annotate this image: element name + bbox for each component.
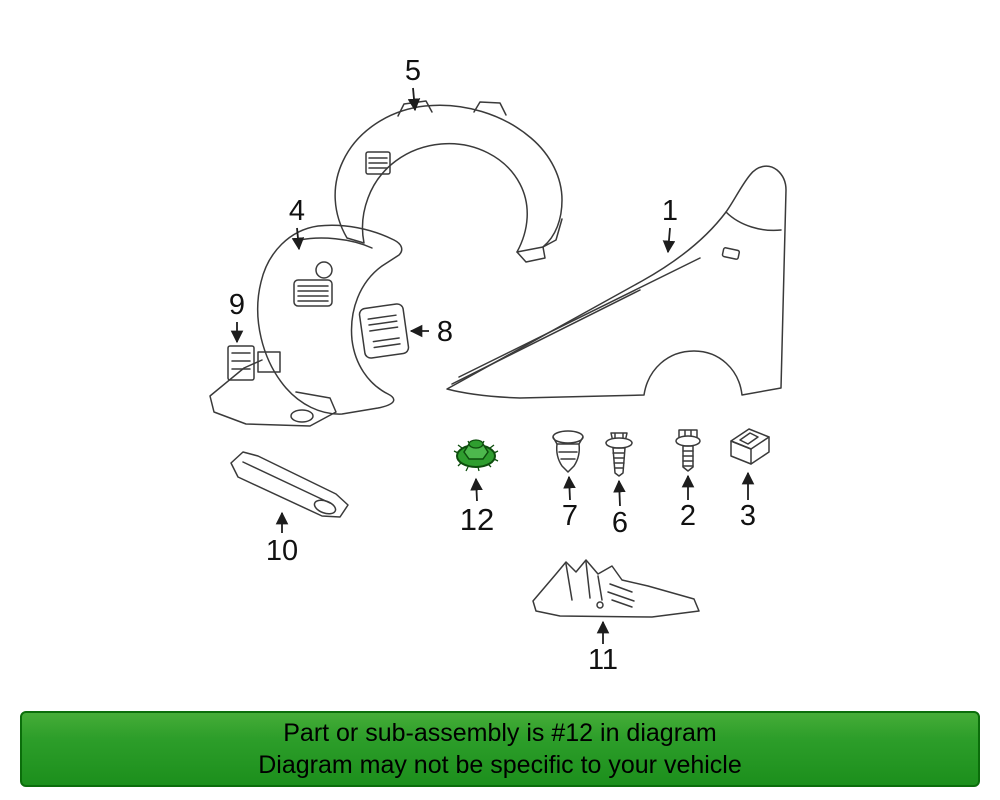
part-1-fender-panel — [446, 165, 787, 399]
part-10-molding-strip — [230, 451, 349, 518]
part-6-screw — [605, 432, 633, 477]
callout-5: 5 — [405, 55, 421, 112]
callout-1: 1 — [662, 195, 678, 254]
callout-8: 8 — [409, 316, 453, 348]
callout-3: 3 — [740, 471, 756, 532]
callout-7-arrow — [563, 475, 576, 501]
callout-5-arrow — [407, 87, 421, 112]
callout-7-label: 7 — [562, 500, 578, 532]
part-11-support-bracket — [532, 559, 700, 618]
banner-line-2: Diagram may not be specific to your vehi… — [258, 751, 742, 779]
callout-10-label: 10 — [266, 535, 298, 567]
part-2-bolt — [675, 429, 701, 472]
callout-6-arrow — [613, 479, 626, 507]
callout-12: 12 — [460, 477, 494, 537]
callout-6-label: 6 — [612, 507, 628, 539]
callout-3-label: 3 — [740, 500, 756, 532]
callout-12-arrow — [470, 477, 483, 502]
callout-1-label: 1 — [662, 195, 678, 227]
highlight-banner: Part or sub-assembly is #12 in diagram D… — [20, 711, 980, 787]
callout-11: 11 — [588, 620, 618, 676]
part-7-grommet — [552, 430, 584, 473]
part-5-fender-liner-front — [334, 100, 563, 263]
callout-2: 2 — [680, 474, 696, 532]
callout-12-label: 12 — [460, 502, 494, 537]
part-3-clip-nut — [730, 428, 770, 465]
callout-1-arrow — [662, 227, 676, 254]
callout-9: 9 — [229, 289, 245, 344]
callout-10: 10 — [266, 511, 298, 567]
banner-line-1: Part or sub-assembly is #12 in diagram — [283, 718, 717, 747]
part-8-vented-cover — [358, 303, 410, 359]
callout-7: 7 — [562, 475, 578, 532]
parts-diagram-canvas: 5 4 9 8 1 10 12 7 — [209, 55, 787, 676]
callout-5-label: 5 — [405, 55, 421, 87]
callout-8-label: 8 — [437, 316, 453, 348]
part-12-flange-nut-highlighted — [453, 439, 499, 472]
part-4-fender-liner-rear — [209, 224, 403, 427]
callout-4: 4 — [289, 195, 305, 251]
callout-6: 6 — [612, 479, 628, 539]
callout-4-arrow — [291, 227, 305, 251]
callout-11-label: 11 — [588, 644, 618, 676]
callout-4-label: 4 — [289, 195, 305, 227]
callout-9-label: 9 — [229, 289, 245, 321]
part-9-bracket — [227, 345, 281, 381]
callout-2-label: 2 — [680, 500, 696, 532]
